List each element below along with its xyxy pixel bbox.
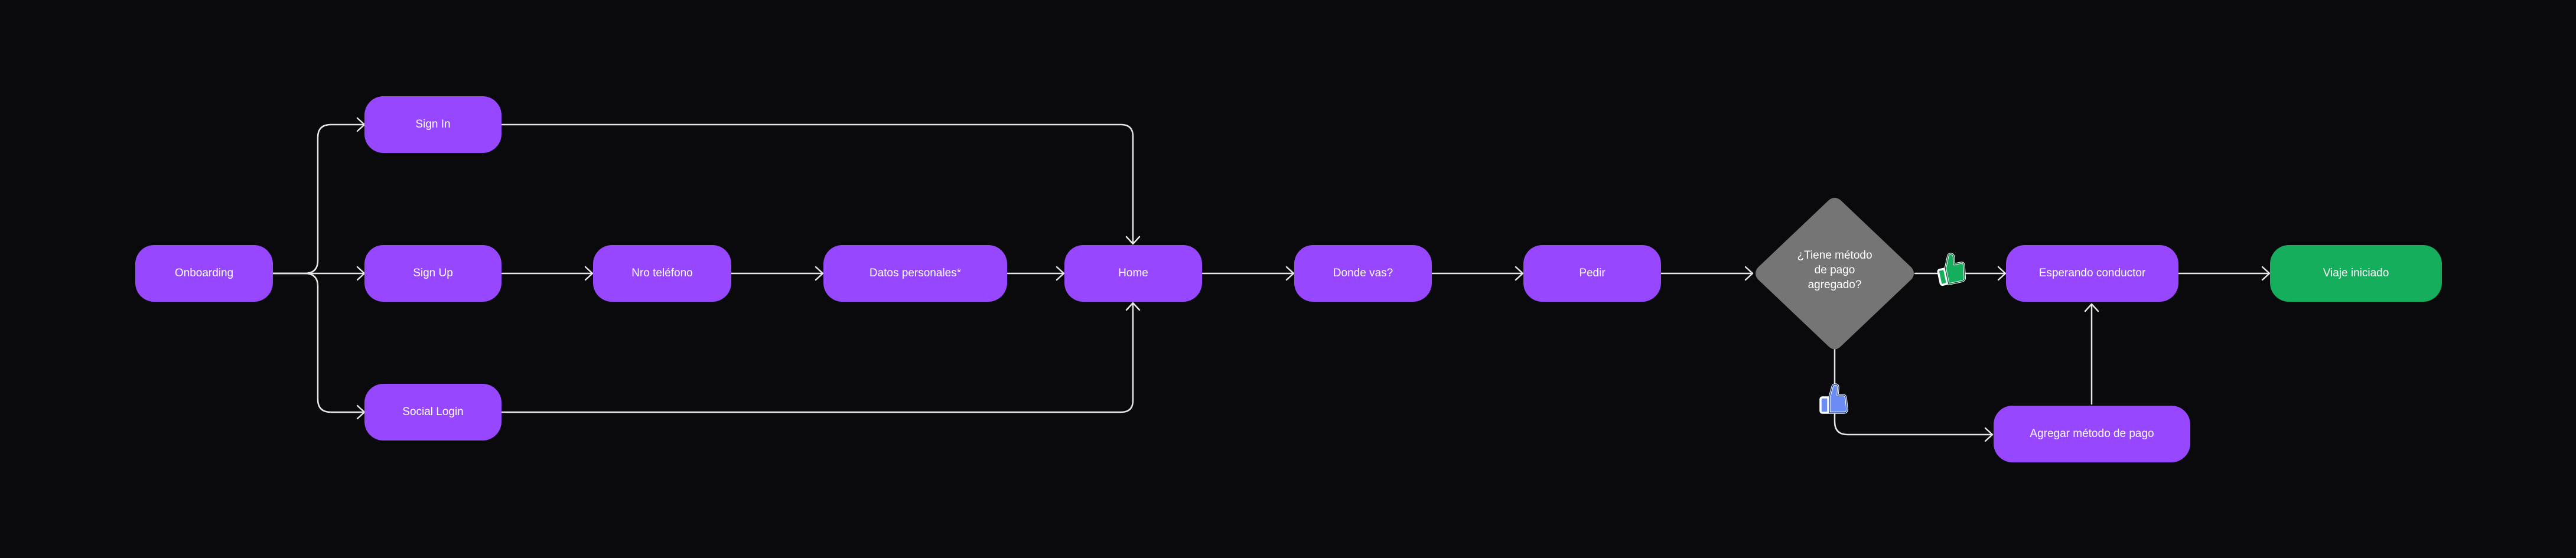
arrowhead bbox=[1997, 266, 2007, 281]
connector-onboarding-to-social-login bbox=[272, 272, 365, 413]
arrowhead bbox=[584, 266, 594, 281]
thumbs-down-icon bbox=[1819, 383, 1848, 414]
connector-social-login-to-home bbox=[500, 302, 1134, 413]
arrowhead bbox=[1125, 302, 1141, 311]
arrowhead bbox=[815, 266, 824, 281]
node-agregar-metodo-pago[interactable]: Agregar método de pago bbox=[1994, 406, 2190, 462]
node-datos-personales[interactable]: Datos personales* bbox=[823, 245, 1007, 302]
node-onboarding[interactable]: Onboarding bbox=[135, 245, 273, 302]
decision-node[interactable] bbox=[1754, 198, 1915, 350]
node-donde-vas[interactable]: Donde vas? bbox=[1294, 245, 1432, 302]
node-sign-up[interactable]: Sign Up bbox=[364, 245, 501, 302]
connector-onboarding-to-sign-in bbox=[272, 123, 365, 275]
node-sign-in[interactable]: Sign In bbox=[364, 96, 501, 153]
connector-sign-in-to-home bbox=[500, 123, 1134, 244]
node-home[interactable]: Home bbox=[1064, 245, 1202, 302]
arrowhead bbox=[1125, 236, 1141, 245]
node-social-login[interactable]: Social Login bbox=[364, 384, 501, 440]
node-viaje-iniciado[interactable]: Viaje iniciado bbox=[2270, 245, 2442, 302]
arrowhead bbox=[1285, 266, 1295, 281]
node-nro-telefono[interactable]: Nro teléfono bbox=[593, 245, 731, 302]
arrowhead bbox=[1515, 266, 1524, 281]
node-esperando-conductor[interactable]: Esperando conductor bbox=[2006, 245, 2178, 302]
arrowhead bbox=[1056, 266, 1065, 281]
arrowhead bbox=[1984, 427, 1994, 442]
arrowhead bbox=[1744, 266, 1754, 281]
node-pedir[interactable]: Pedir bbox=[1523, 245, 1661, 302]
thumbs-up-icon bbox=[1937, 253, 1966, 286]
connector-decision-no bbox=[1834, 348, 1993, 436]
arrowhead bbox=[2261, 266, 2271, 281]
arrowhead bbox=[2084, 303, 2099, 312]
